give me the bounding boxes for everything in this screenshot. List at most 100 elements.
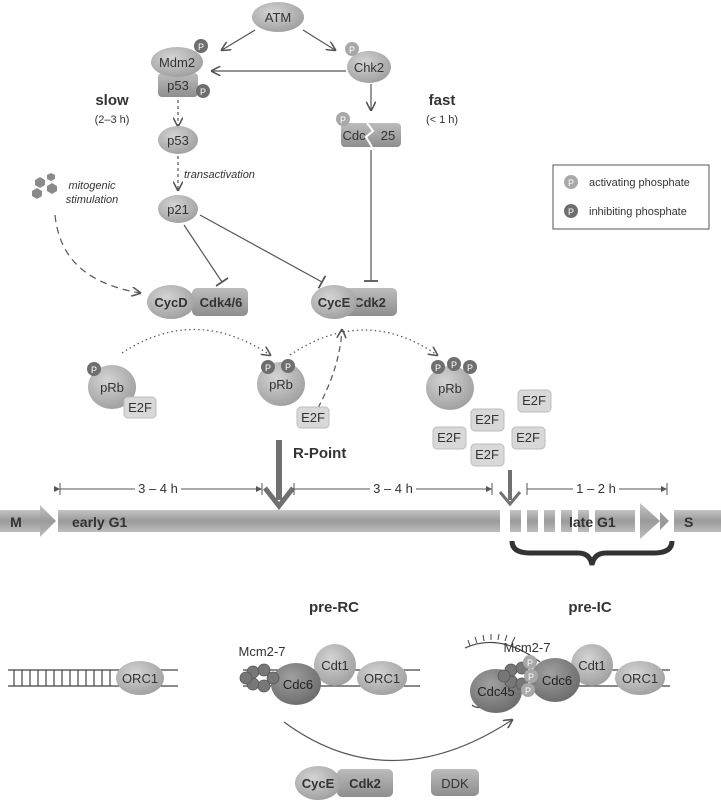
inhibiting-phosphate-icon: [281, 359, 295, 373]
e2f-label: E2F: [475, 447, 499, 462]
mitogenic-label: mitogenic: [68, 180, 116, 192]
p53-top-label: p53: [167, 78, 189, 93]
pre-rc-title: pre-RC: [309, 599, 359, 616]
e2f-box: [296, 406, 330, 429]
prb-node-3: pRb P P P: [426, 357, 477, 410]
inhibiting-phosphate-icon: [564, 204, 578, 218]
e2f-label: E2F: [522, 393, 546, 408]
prb-node-1: pRb P E2F: [87, 362, 157, 419]
mdm2-p53-complex: p53 Mdm2 P P: [151, 39, 210, 98]
cdc6-ellipse: [271, 663, 321, 705]
cdk46-label: Cdk4/6: [200, 295, 243, 310]
cycd-label: CycD: [154, 295, 187, 310]
cdc6-ellipse: [530, 658, 580, 702]
cdt1-ellipse: [571, 644, 613, 686]
orc1-label: ORC1: [364, 671, 400, 686]
e2f-box: [517, 389, 552, 413]
fast-time-label: (< 1 h): [426, 114, 458, 126]
fast-label: fast: [429, 92, 456, 109]
orc1-node: ORC1: [116, 661, 164, 695]
e2f-activates-cyce-arrow: [317, 330, 342, 409]
prb-node-2: pRb P P E2F: [257, 359, 330, 429]
r-point-arrowhead: [263, 486, 295, 511]
mitogenic-dashed-arrow: [54, 214, 140, 293]
cdc6-label: Cdc6: [542, 673, 572, 688]
orc1-ellipse: [615, 661, 665, 695]
activating-phosphate-icon: [336, 112, 350, 126]
cdt1-label: Cdt1: [578, 658, 605, 673]
cdc-label: Cdc: [342, 128, 366, 143]
early-g1-label: early G1: [72, 514, 127, 530]
activating-phosphate-icon: [524, 669, 538, 683]
orc1-ellipse: [357, 661, 407, 695]
cyce-cdk2-bottom: Cdk2 CycE: [295, 766, 393, 800]
atm-node: ATM: [252, 2, 304, 32]
svg-text:P: P: [91, 365, 97, 375]
e2f-box: [511, 426, 546, 450]
p21-inhibits-cdk2: [199, 214, 327, 289]
cycd-ellipse: [147, 285, 195, 319]
orc1-label: ORC1: [622, 671, 658, 686]
svg-text:P: P: [198, 42, 204, 52]
slow-time-label: (2–3 h): [95, 114, 130, 126]
cyce-cdk2-complex: Cdk2 CycE: [311, 285, 397, 319]
svg-text:P: P: [528, 672, 534, 682]
atm-to-chk2-arrow: [302, 29, 335, 50]
p53-node: p53: [158, 126, 198, 154]
transactivation-label: transactivation: [184, 169, 255, 181]
e2f-box: [123, 396, 157, 419]
inhibiting-phosphate-icon: [261, 360, 275, 374]
cdk46-box: [192, 288, 248, 316]
inhibiting-phosphate-icon: [196, 84, 210, 98]
span-late-g1-label: 1 – 2 h: [576, 481, 616, 496]
m-phase-segment: [0, 510, 40, 532]
s-phase-bar: [674, 510, 721, 532]
cdk2-phosphorylation-arc: [289, 329, 437, 355]
svg-text:P: P: [527, 658, 533, 668]
ddk-node: DDK: [431, 769, 479, 796]
inhibiting-phosphate-icon: [447, 357, 461, 371]
p53-mid-label: p53: [167, 133, 189, 148]
activating-phosphate-icon: [345, 42, 359, 56]
r-point-label: R-Point: [293, 445, 346, 462]
m-phase-label: M: [10, 514, 22, 530]
p53-box: [158, 73, 198, 97]
p21-node: p21: [158, 195, 198, 223]
p21-label: p21: [167, 202, 189, 217]
svg-text:P: P: [340, 115, 346, 125]
late-g1-brace: [509, 540, 675, 566]
cdc45-label: Cdc45: [477, 684, 515, 699]
svg-text:P: P: [568, 207, 574, 217]
cdt1-label: Cdt1: [321, 658, 348, 673]
free-e2f-cluster: E2F E2F E2F E2F E2F: [432, 389, 552, 467]
svg-text:P: P: [467, 363, 473, 373]
svg-text:P: P: [451, 360, 457, 370]
stimulation-label: stimulation: [66, 194, 119, 206]
activating-phosphate-icon: [523, 655, 537, 669]
e2f-box: [432, 426, 467, 450]
mcm-hexamer-icon: [497, 661, 529, 691]
cdc-25-label: 25: [381, 128, 395, 143]
svg-text:P: P: [265, 363, 271, 373]
early-g1-bar: [58, 510, 500, 532]
m-phase-arrow: [40, 505, 56, 537]
svg-text:P: P: [525, 686, 531, 696]
mcm-label: Mcm2-7: [239, 644, 286, 659]
pre-ic-complex: ORC1 Cdt1 Cdc6 Cdc45 P P P Mcm2-7: [464, 633, 670, 713]
svg-text:P: P: [200, 87, 206, 97]
mcm-hexamer-icon: [239, 663, 280, 693]
pre-ic-title: pre-IC: [568, 599, 612, 616]
cyce-label: CycE: [302, 776, 335, 791]
s-phase-label: S: [684, 514, 693, 530]
late-g1-arrowhead: [498, 491, 522, 507]
cdt1-ellipse: [314, 644, 356, 686]
legend-activating-label: activating phosphate: [589, 177, 690, 189]
orc1-label: ORC1: [122, 671, 158, 686]
cdk2-label: Cdk2: [349, 776, 381, 791]
mcm-label: Mcm2-7: [504, 640, 551, 655]
atm-label: ATM: [265, 10, 291, 25]
e2f-label: E2F: [516, 430, 540, 445]
legend: P activating phosphate P inhibiting phos…: [552, 164, 710, 230]
cell-cycle-timeline: M early G1 late G1 S: [0, 503, 721, 539]
